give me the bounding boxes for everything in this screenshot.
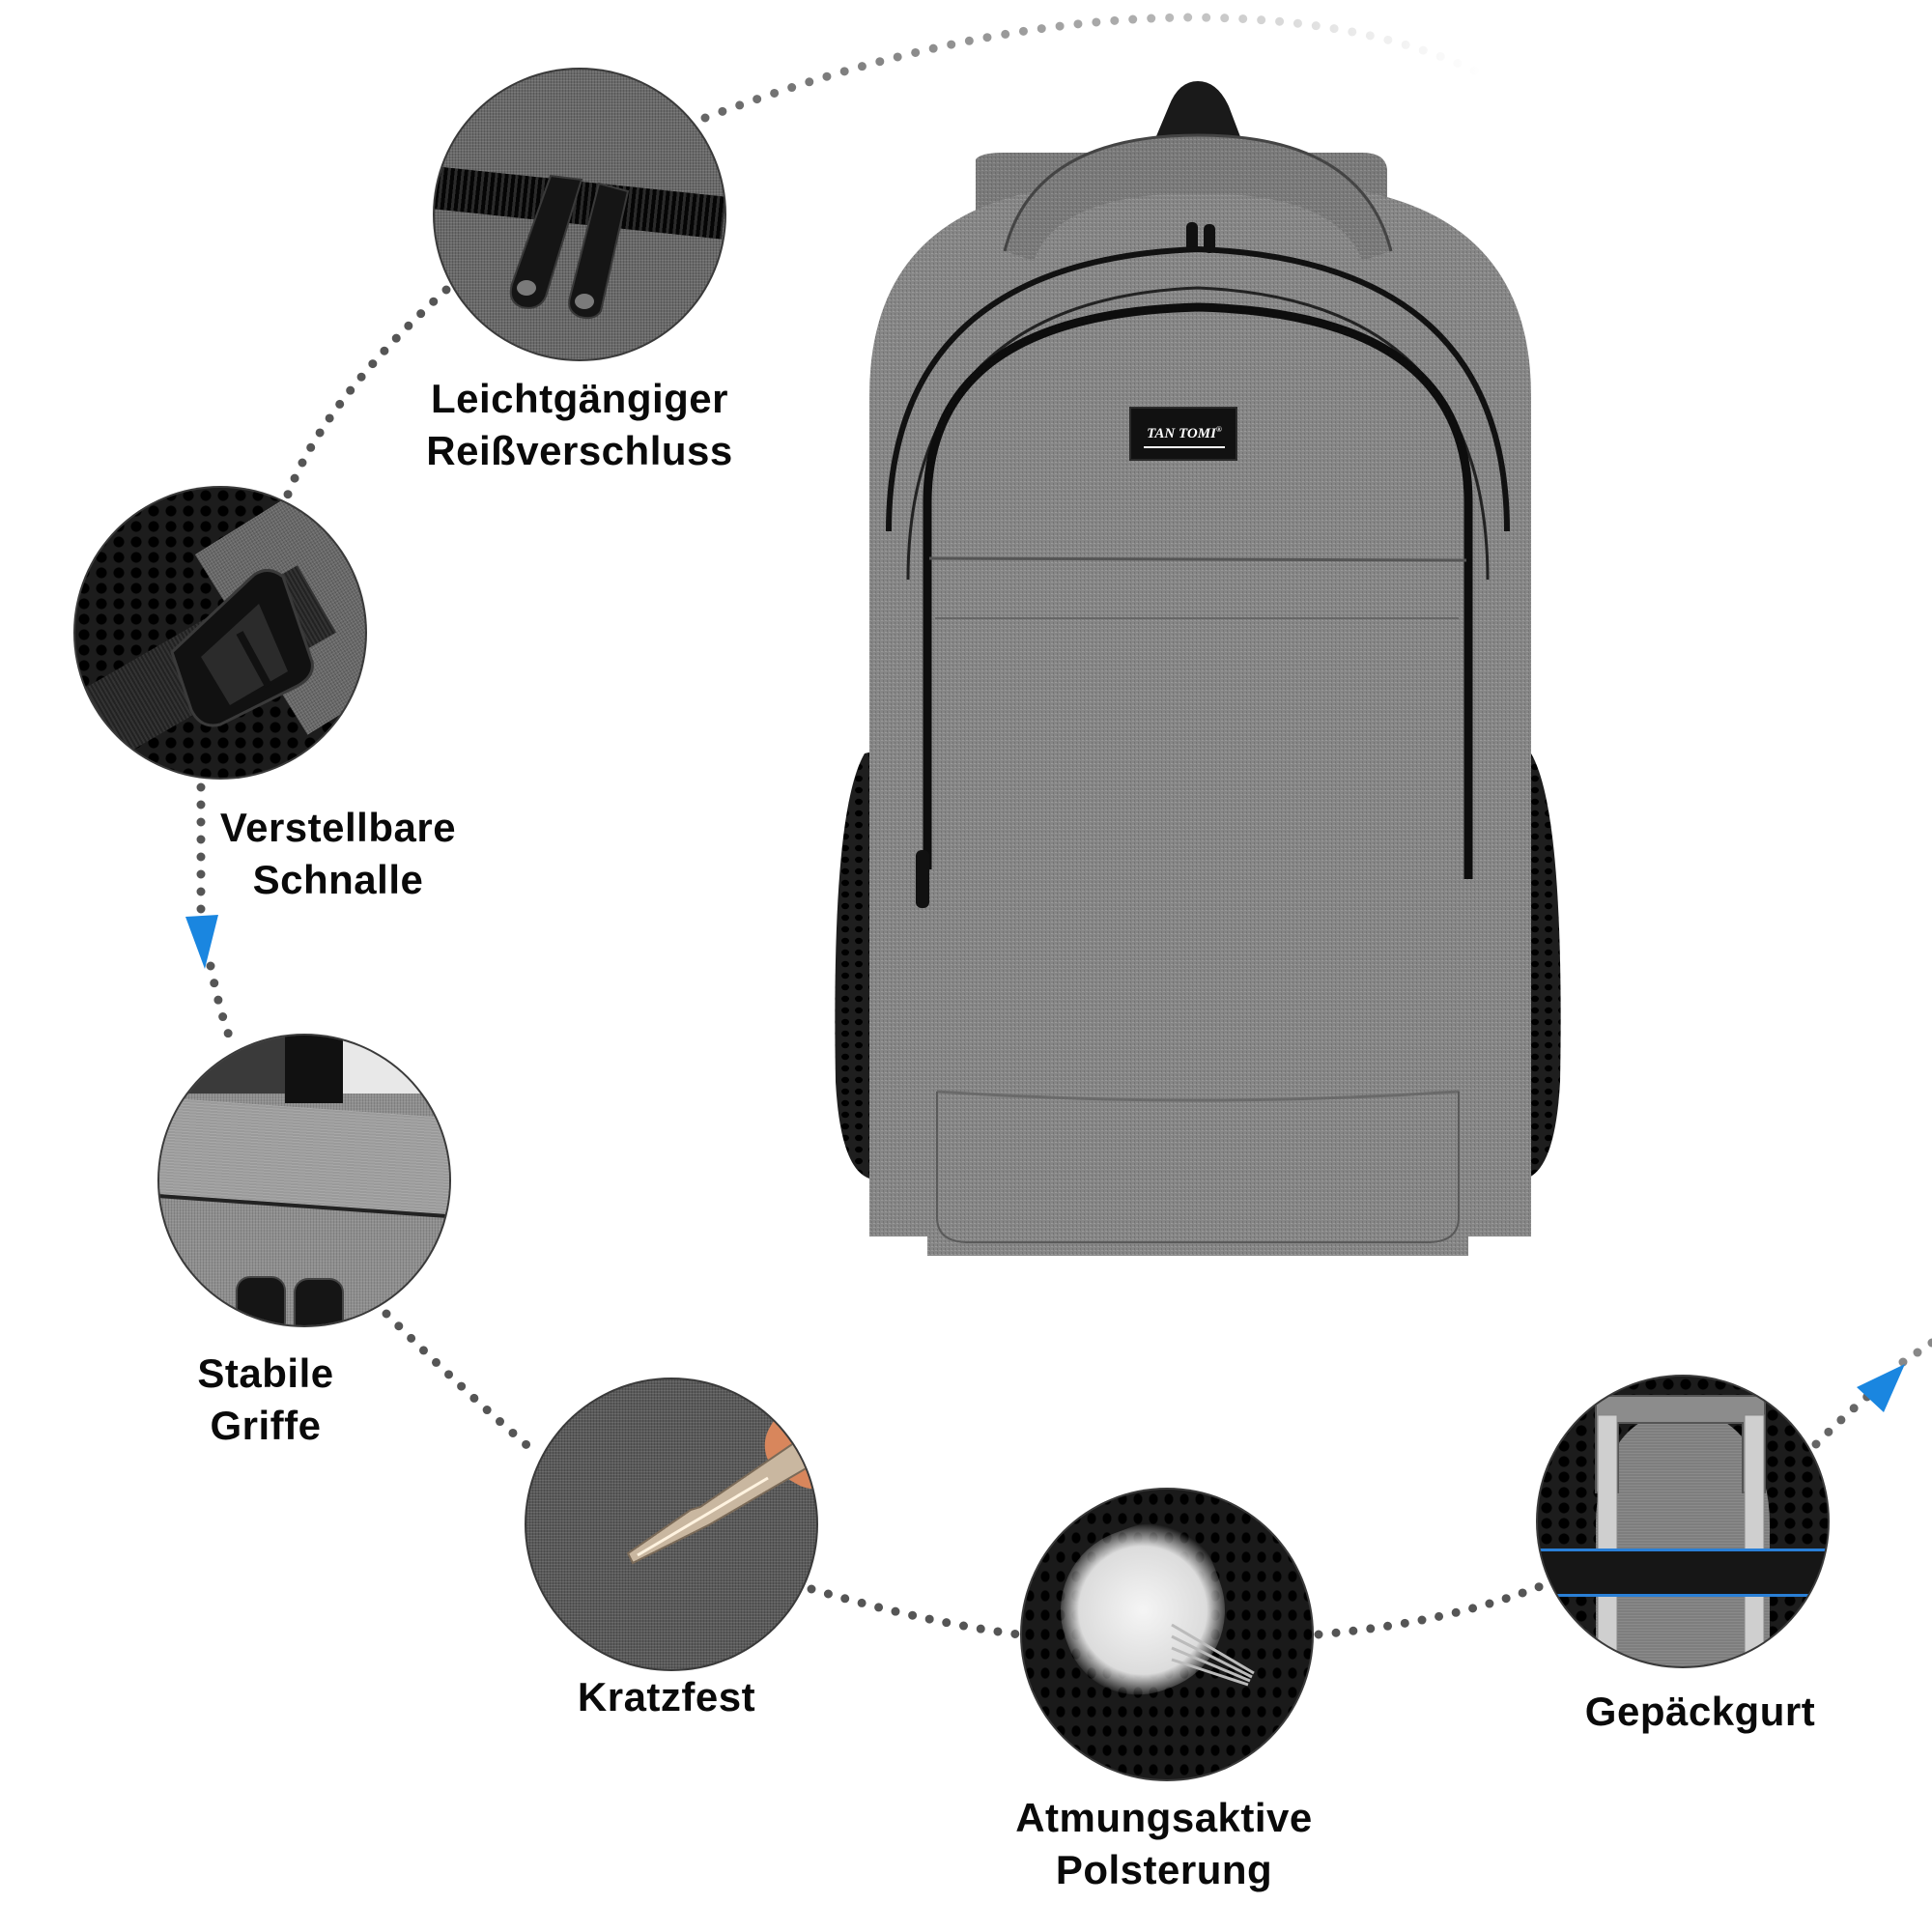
feature-label-scratch: Kratzfest: [577, 1674, 756, 1719]
trolley-handle-icon: [1595, 1395, 1766, 1666]
feature-circle-luggage: [1538, 1377, 1828, 1666]
arrow-down-icon: [185, 915, 218, 969]
feature-label-zipper: Leichtgängiger Reißverschluss: [426, 376, 733, 473]
key-scratch-icon: [626, 1426, 816, 1565]
feature-label-buckle: Verstellbare Schnalle: [219, 805, 457, 902]
arrow-up-right-icon: [1857, 1364, 1905, 1412]
brand-patch: [1129, 407, 1237, 461]
handle-zipper-icon: [236, 1276, 344, 1325]
luggage-strap-band: [1538, 1548, 1828, 1597]
backpack-illustration: [835, 81, 1561, 1256]
brand-logo: TAN TOMI®: [1132, 417, 1236, 460]
feature-label-padding: Atmungsaktive Polsterung: [1015, 1795, 1313, 1892]
feature-circle-zipper: [435, 70, 724, 359]
feature-circle-buckle: [75, 488, 365, 778]
air-flow-lines-icon: [1171, 1623, 1255, 1687]
feature-circle-handle: [159, 1036, 449, 1325]
buckle-icon: [170, 569, 314, 727]
feature-label-luggage: Gepäckgurt: [1584, 1689, 1816, 1734]
feature-circle-scratch: [526, 1379, 816, 1669]
backpack-image: TAN TOMI®: [811, 77, 1584, 1265]
feature-circle-padding: [1022, 1490, 1312, 1779]
zipper-pull-icon: [509, 174, 630, 320]
feature-label-handle: Stabile Griffe: [197, 1350, 334, 1448]
